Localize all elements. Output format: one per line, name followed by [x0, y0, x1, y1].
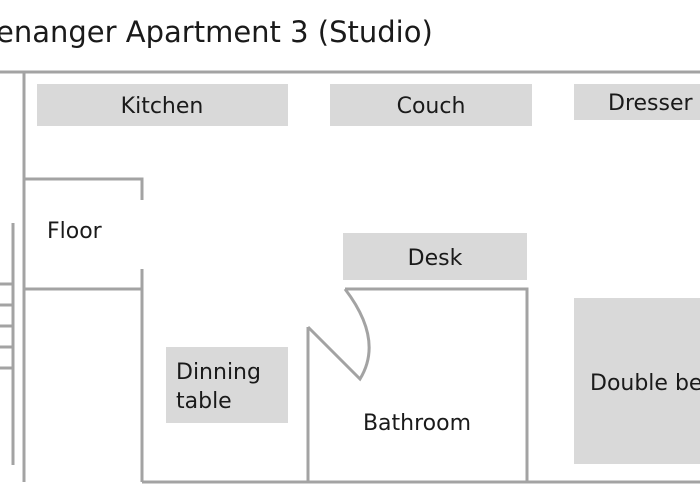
plan-title: enanger Apartment 3 (Studio)	[0, 15, 433, 49]
bathroom-label: Bathroom	[363, 411, 471, 436]
walls	[0, 70, 700, 484]
double-bed-label: Double bed	[590, 371, 700, 396]
double-bed-box	[574, 298, 700, 464]
floor-area-top-wall	[24, 177, 144, 200]
bathroom-wall	[345, 287, 529, 482]
kitchen-label: Kitchen	[121, 94, 204, 119]
bathroom-door	[306, 288, 371, 382]
couch-box	[330, 84, 532, 126]
dresser-label: Dresser	[608, 91, 693, 116]
dinning-table-label-1: Dinning	[176, 360, 261, 385]
dinning-table-box	[166, 347, 288, 423]
floor-label: Floor	[47, 219, 103, 244]
couch-label: Couch	[397, 94, 466, 119]
desk-box	[343, 233, 527, 280]
kitchen-box	[37, 84, 288, 126]
desk-label: Desk	[408, 246, 463, 271]
dresser-box	[574, 84, 700, 120]
dinning-table-label-2: table	[176, 389, 232, 414]
